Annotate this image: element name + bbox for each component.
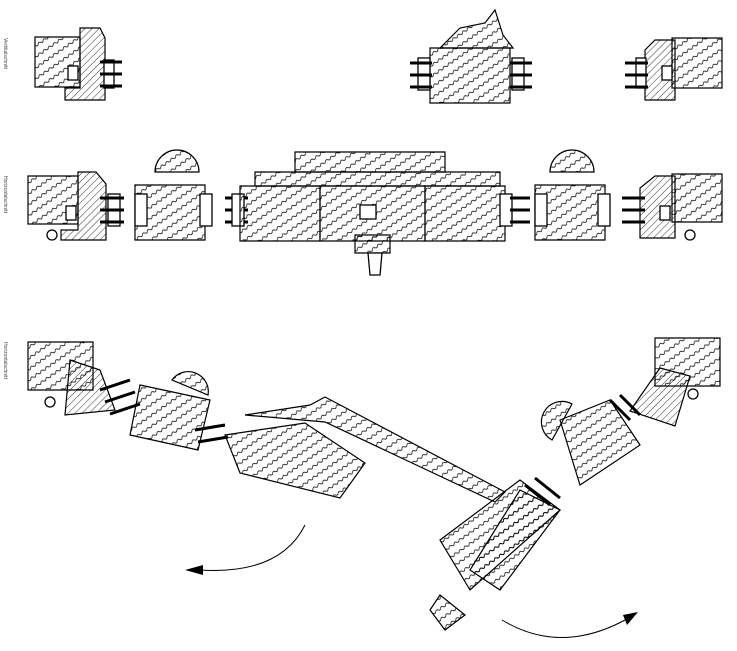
- label-horizontal-section-open: Horizontalschnitt: [2, 342, 8, 379]
- horizontal-section-open-right: [429, 337, 721, 638]
- vertical-section-left: [34, 27, 122, 101]
- label-horizontal-section-closed: Horizontalschnitt: [2, 176, 8, 213]
- horizontal-section-open-left: [27, 341, 506, 575]
- vertical-section-center: [410, 8, 532, 104]
- horizontal-section-closed: [27, 149, 723, 276]
- arrow-head-left: [185, 565, 203, 575]
- arrow-head-right: [623, 612, 638, 625]
- vertical-section-right: [625, 37, 723, 101]
- label-vertical-section: Vertikalschnitt: [2, 38, 8, 69]
